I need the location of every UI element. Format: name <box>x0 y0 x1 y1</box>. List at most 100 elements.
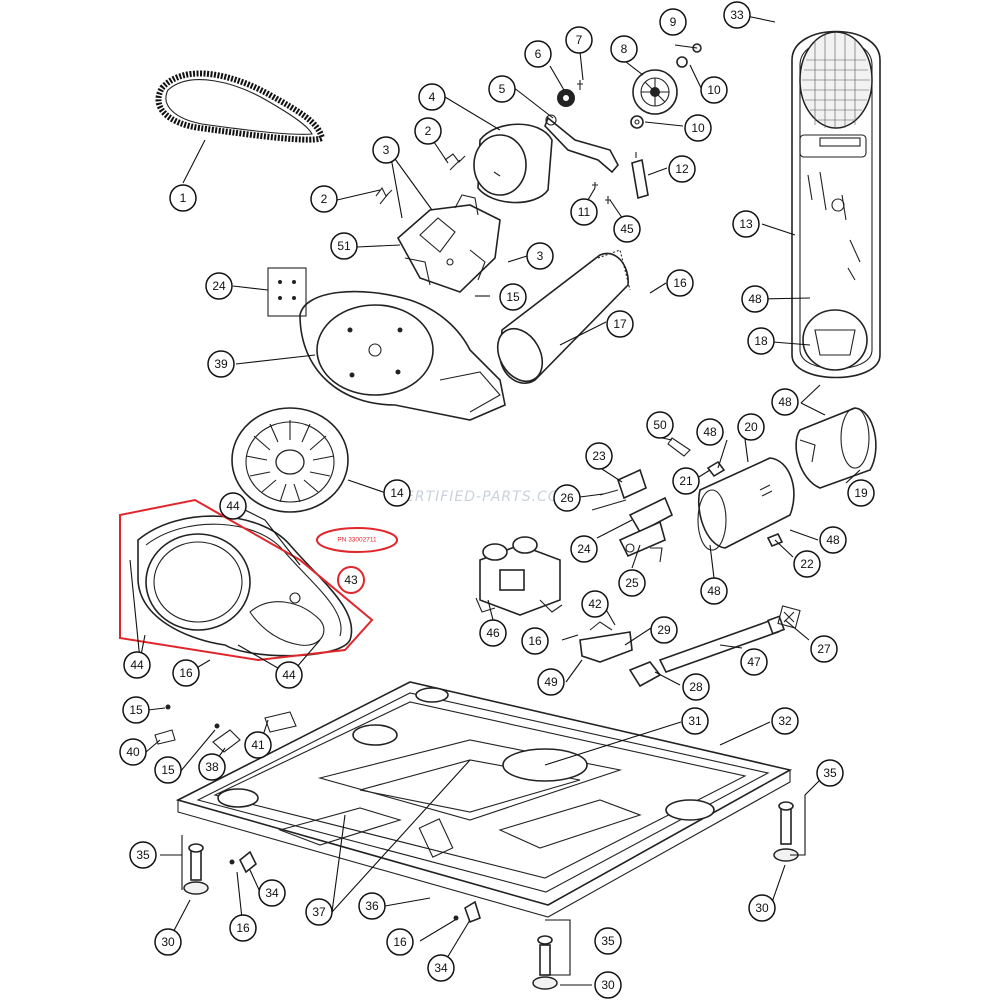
callout-42[interactable]: 42 <box>581 590 609 618</box>
callout-28[interactable]: 28 <box>682 673 710 701</box>
callout-1[interactable]: 1 <box>169 184 197 212</box>
svg-text:13: 13 <box>739 217 753 231</box>
callout-45[interactable]: 45 <box>613 215 641 243</box>
callout-15c[interactable]: 15 <box>154 756 182 784</box>
callout-22[interactable]: 22 <box>793 550 821 578</box>
callout-21[interactable]: 21 <box>672 467 700 495</box>
callout-10[interactable]: 10 <box>700 76 728 104</box>
callout-24b[interactable]: 24 <box>570 535 598 563</box>
callout-44c[interactable]: 44 <box>275 661 303 689</box>
callout-38[interactable]: 38 <box>198 753 226 781</box>
callout-43[interactable]: 43 <box>337 566 365 594</box>
callout-44b[interactable]: 44 <box>123 651 151 679</box>
callout-30c[interactable]: 30 <box>594 971 622 999</box>
callout-34a[interactable]: 34 <box>258 879 286 907</box>
callout-50[interactable]: 50 <box>646 411 674 439</box>
callout-3b[interactable]: 3 <box>526 242 554 270</box>
callout-18[interactable]: 18 <box>747 327 775 355</box>
svg-text:17: 17 <box>613 317 627 331</box>
svg-text:48: 48 <box>707 584 721 598</box>
svg-text:16: 16 <box>236 921 250 935</box>
callout-4[interactable]: 4 <box>418 83 446 111</box>
callout-10b[interactable]: 10 <box>684 114 712 142</box>
part-number-label: PN 33002711 <box>337 537 377 544</box>
part-number-ellipse <box>316 527 398 553</box>
callout-30a[interactable]: 30 <box>154 928 182 956</box>
part-screws-11-45 <box>592 182 611 204</box>
callout-23[interactable]: 23 <box>585 442 613 470</box>
callout-47[interactable]: 47 <box>740 648 768 676</box>
callout-2[interactable]: 2 <box>310 185 338 213</box>
callout-34b[interactable]: 34 <box>427 954 455 982</box>
callout-49[interactable]: 49 <box>537 668 565 696</box>
callout-32[interactable]: 32 <box>771 707 799 735</box>
callout-39[interactable]: 39 <box>207 350 235 378</box>
callout-48b[interactable]: 48 <box>771 388 799 416</box>
callout-40[interactable]: 40 <box>119 738 147 766</box>
callout-35b[interactable]: 35 <box>816 759 844 787</box>
callout-11[interactable]: 11 <box>570 198 598 226</box>
callout-35a[interactable]: 35 <box>129 841 157 869</box>
callout-36[interactable]: 36 <box>358 892 386 920</box>
svg-text:40: 40 <box>126 745 140 759</box>
callout-24[interactable]: 24 <box>205 272 233 300</box>
callout-7[interactable]: 7 <box>565 26 593 54</box>
callout-27[interactable]: 27 <box>810 635 838 663</box>
callout-14[interactable]: 14 <box>383 479 411 507</box>
callout-44a[interactable]: 44 <box>219 492 247 520</box>
part-bottom-clips <box>229 850 481 924</box>
callouts: 1 2 2 3 3 4 5 6 7 8 9 10 10 11 12 13 14 … <box>119 1 875 999</box>
callout-48a[interactable]: 48 <box>741 285 769 313</box>
part-square-clip <box>777 605 801 629</box>
callout-29[interactable]: 29 <box>650 616 678 644</box>
svg-text:1: 1 <box>180 191 187 205</box>
callout-6[interactable]: 6 <box>524 40 552 68</box>
callout-13[interactable]: 13 <box>732 210 760 238</box>
callout-31[interactable]: 31 <box>681 707 709 735</box>
callout-20[interactable]: 20 <box>737 413 765 441</box>
callout-16d[interactable]: 16 <box>229 914 257 942</box>
callout-30b[interactable]: 30 <box>748 894 776 922</box>
svg-text:12: 12 <box>675 162 689 176</box>
callout-48e[interactable]: 48 <box>700 577 728 605</box>
callout-15[interactable]: 15 <box>499 283 527 311</box>
callout-16[interactable]: 16 <box>666 269 694 297</box>
callout-2b[interactable]: 2 <box>414 117 442 145</box>
callout-46[interactable]: 46 <box>479 619 507 647</box>
part-front-panel <box>791 30 881 379</box>
svg-text:11: 11 <box>578 205 591 219</box>
svg-text:18: 18 <box>754 334 768 348</box>
callout-16b[interactable]: 16 <box>172 659 200 687</box>
callout-41[interactable]: 41 <box>244 731 272 759</box>
callout-9[interactable]: 9 <box>659 8 687 36</box>
svg-text:26: 26 <box>560 491 574 505</box>
callout-26[interactable]: 26 <box>553 484 581 512</box>
part-heater-duct <box>697 457 795 551</box>
svg-text:19: 19 <box>854 486 868 500</box>
callout-15b[interactable]: 15 <box>122 696 150 724</box>
callout-48d[interactable]: 48 <box>819 526 847 554</box>
callout-37[interactable]: 37 <box>305 898 333 926</box>
svg-text:16: 16 <box>393 935 407 949</box>
part-washers <box>630 43 702 129</box>
callout-8[interactable]: 8 <box>610 35 638 63</box>
callout-33[interactable]: 33 <box>723 1 751 29</box>
svg-text:30: 30 <box>601 978 615 992</box>
callout-17[interactable]: 17 <box>606 310 634 338</box>
svg-text:34: 34 <box>434 961 448 975</box>
callout-19[interactable]: 19 <box>847 479 875 507</box>
callout-25[interactable]: 25 <box>618 569 646 597</box>
svg-text:15: 15 <box>129 703 143 717</box>
callout-3[interactable]: 3 <box>372 136 400 164</box>
callout-16c[interactable]: 16 <box>521 627 549 655</box>
callout-35c[interactable]: 35 <box>594 927 622 955</box>
callout-51[interactable]: 51 <box>330 232 358 260</box>
svg-text:29: 29 <box>657 623 671 637</box>
callout-16e[interactable]: 16 <box>386 928 414 956</box>
callout-5[interactable]: 5 <box>488 75 516 103</box>
svg-text:4: 4 <box>429 90 436 104</box>
callout-48c[interactable]: 48 <box>696 418 724 446</box>
callout-12[interactable]: 12 <box>668 155 696 183</box>
svg-text:44: 44 <box>130 658 144 672</box>
